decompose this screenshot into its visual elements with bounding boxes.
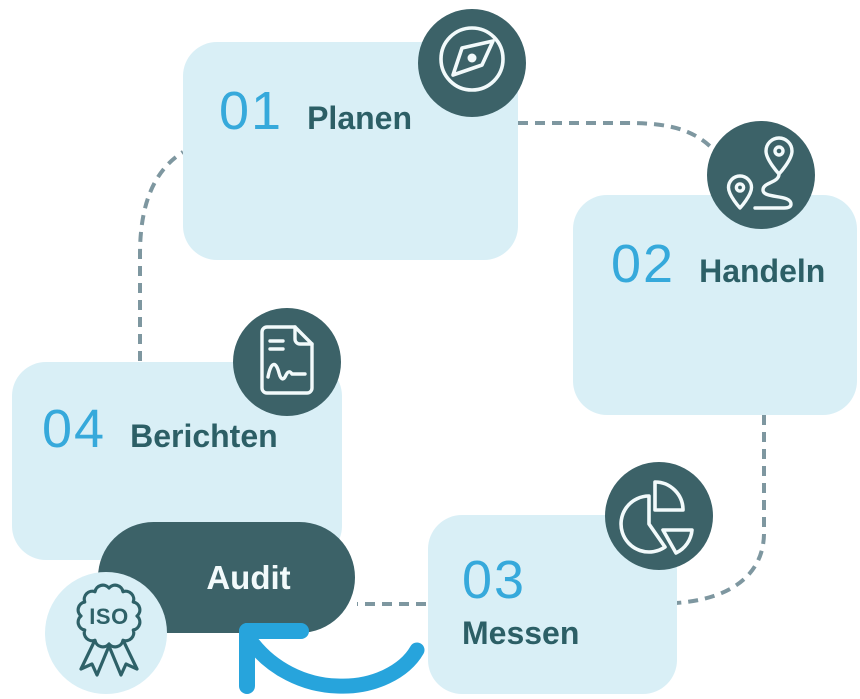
step-text-berichten: 04 Berichten	[42, 399, 342, 459]
route-icon	[726, 136, 794, 210]
step-text-planen: 01 Planen	[219, 81, 518, 141]
step-label: Messen	[462, 615, 580, 652]
step-number: 03	[462, 550, 527, 610]
step-label: Handeln	[699, 253, 826, 289]
step-label: Planen	[307, 100, 412, 136]
connector-berichten-planen	[138, 150, 185, 361]
step-icon-circle-berichten	[233, 308, 341, 416]
step-icon-circle-messen	[605, 462, 713, 570]
step-text-messen: 03 Messen	[462, 550, 677, 652]
step-card-handeln: 02 Handeln	[573, 195, 857, 415]
pie-chart-icon	[619, 480, 694, 555]
compass-icon	[439, 26, 505, 92]
ribbon-left	[79, 638, 111, 677]
step-icon-circle-handeln	[707, 121, 815, 229]
step-card-planen: 01 Planen	[183, 42, 518, 260]
rosette-seal	[76, 583, 142, 649]
step-label: Berichten	[130, 418, 278, 454]
audit-label: Audit	[206, 558, 291, 596]
connector-planen-handeln	[518, 121, 714, 150]
step-text-handeln: 02 Handeln	[611, 234, 857, 294]
step-number: 04	[42, 399, 107, 459]
iso-rosette-icon: ISO	[76, 583, 142, 677]
step-icon-circle-planen	[418, 9, 526, 117]
step-number: 01	[219, 81, 284, 141]
step-number: 02	[611, 234, 676, 294]
iso-badge-circle: ISO	[45, 572, 167, 694]
report-document-icon	[260, 325, 314, 395]
iso-badge-text: ISO	[89, 604, 128, 629]
ribbon-right	[107, 638, 139, 677]
